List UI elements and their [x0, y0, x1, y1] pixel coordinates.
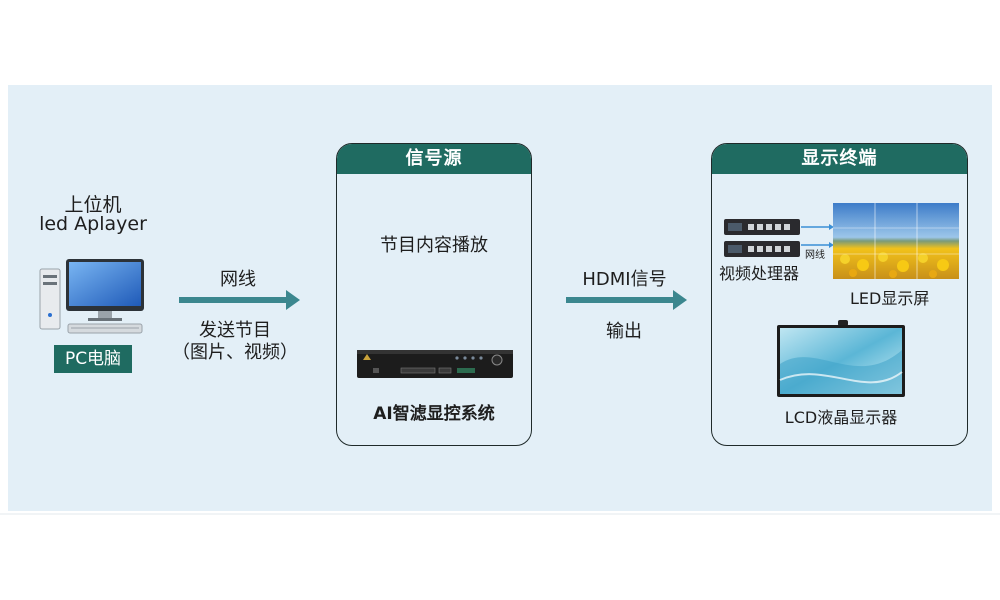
network-label: 网线	[805, 250, 825, 261]
arrow1-bottom-line2: （图片、视频）	[172, 342, 298, 363]
led-display-label: LED显示屏	[850, 289, 930, 308]
arrow2-top-label: HDMI信号	[582, 269, 667, 290]
arrow2-bottom-label: 输出	[606, 321, 642, 342]
arrow1-head	[286, 290, 300, 310]
pc-title: 上位机	[64, 194, 122, 216]
led-wall-icon	[833, 203, 959, 279]
network-link-arrows	[801, 224, 834, 248]
signal-source-title: 信号源	[337, 144, 531, 174]
pc-computer-icon	[39, 259, 144, 334]
display-terminal-box: 显示终端	[711, 143, 968, 446]
display-terminal-title: 显示终端	[712, 144, 967, 174]
lcd-tv-icon	[777, 320, 905, 397]
signal-source-content: 节目内容播放	[380, 235, 488, 256]
arrow1-top-label: 网线	[220, 269, 256, 290]
arrow2-head	[673, 290, 687, 310]
controller-device-icon	[357, 350, 513, 378]
pc-label: PC电脑	[54, 345, 132, 373]
video-processor-icon	[724, 219, 800, 257]
pc-software: led Aplayer	[39, 213, 147, 235]
arrow1-shaft	[179, 297, 287, 303]
arrow1-bottom-line1: 发送节目	[199, 320, 271, 341]
video-processor-label: 视频处理器	[719, 264, 800, 283]
controller-device-label: AI智滤显控系统	[373, 404, 495, 424]
panel-divider	[0, 513, 1000, 515]
arrow2-shaft	[566, 297, 674, 303]
signal-source-box: 信号源	[336, 143, 532, 446]
lcd-display-label: LCD液晶显示器	[784, 408, 898, 427]
